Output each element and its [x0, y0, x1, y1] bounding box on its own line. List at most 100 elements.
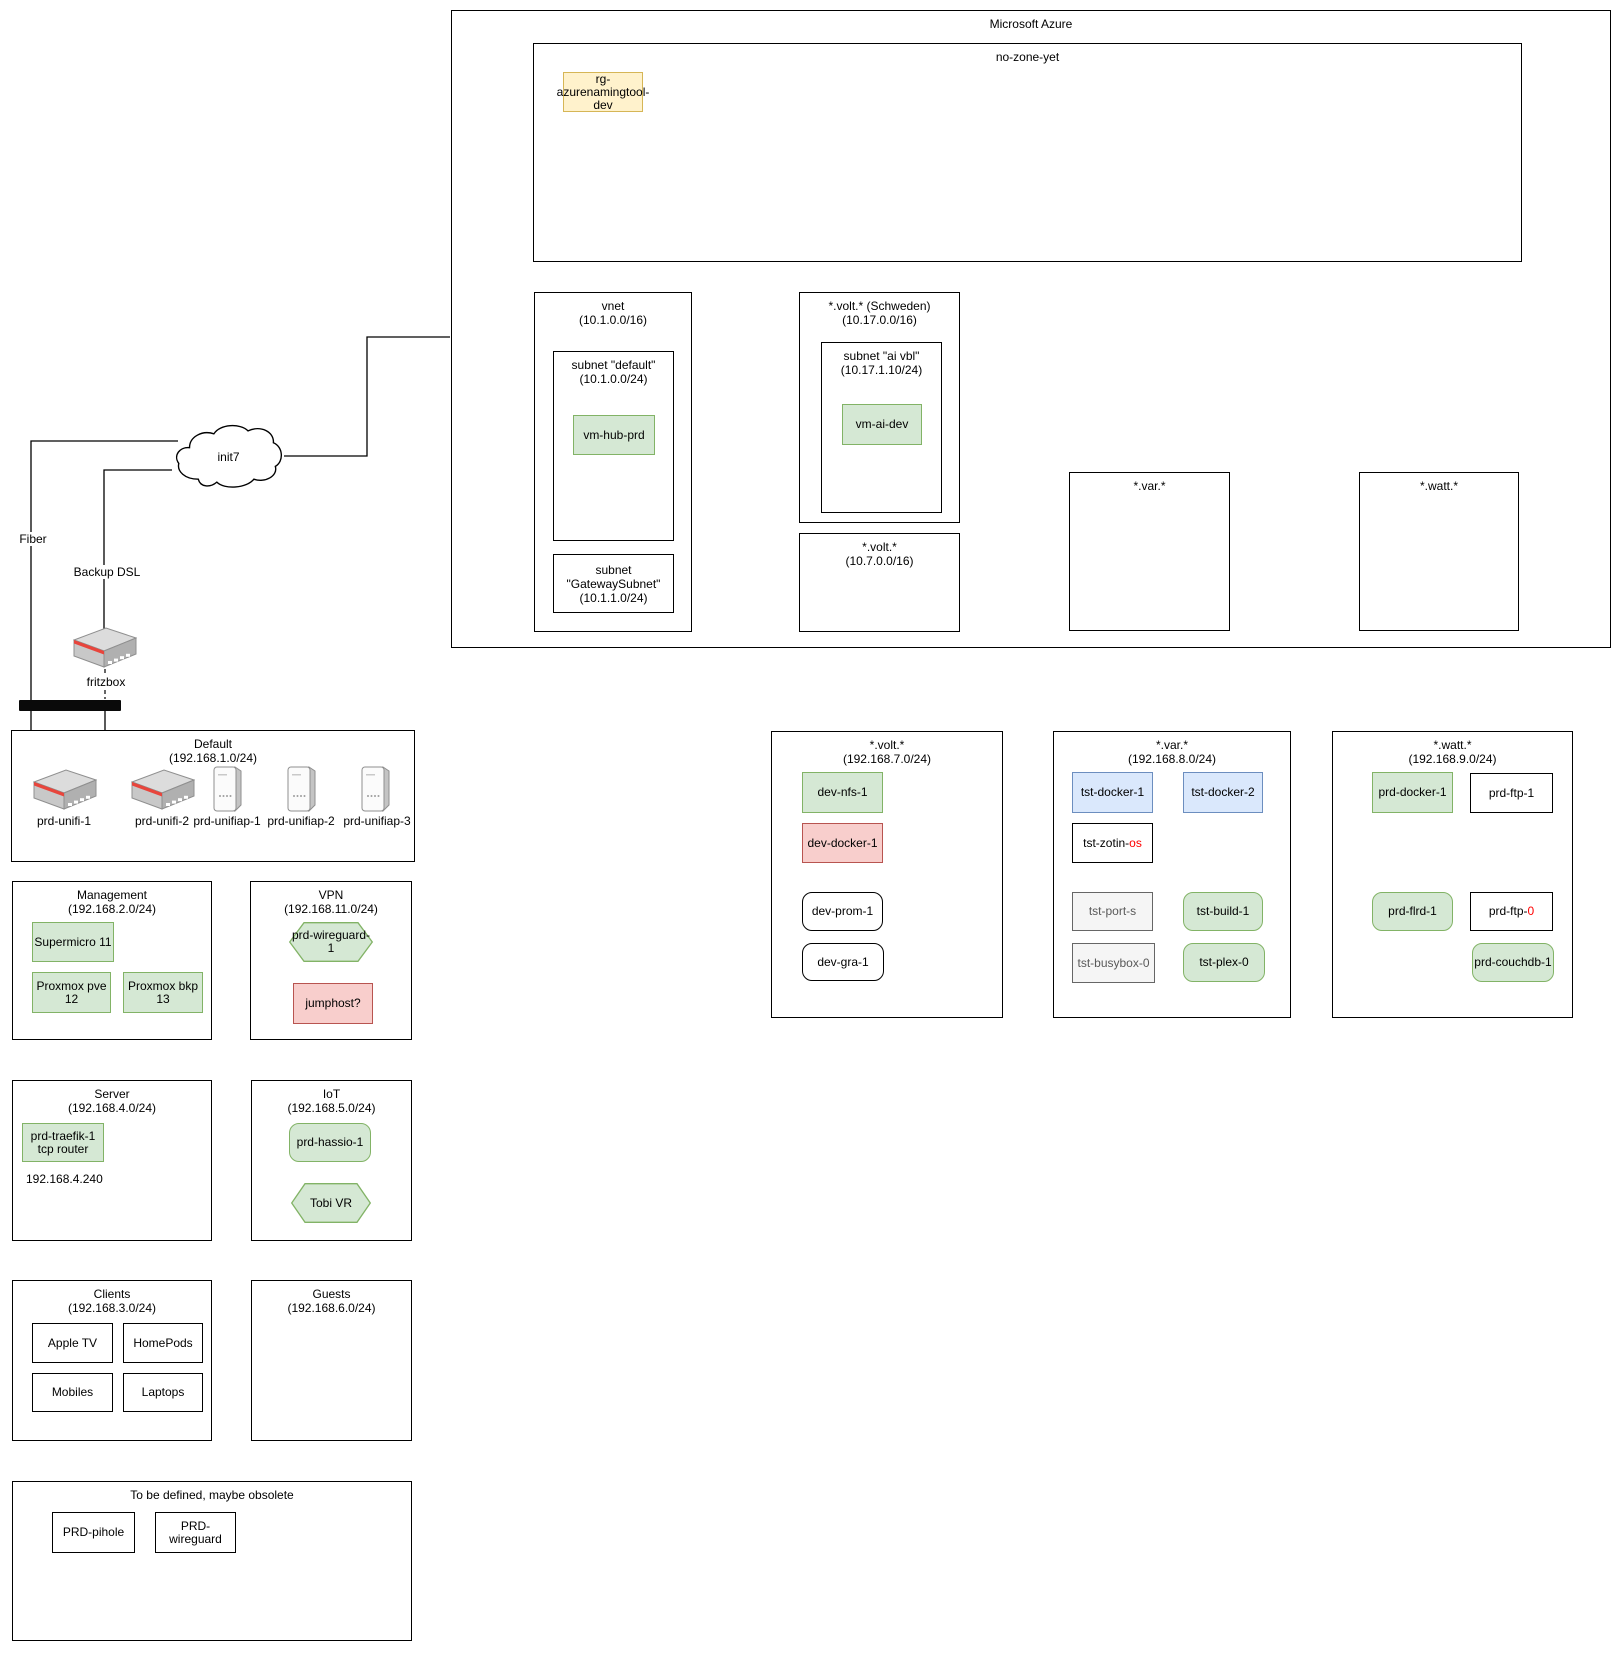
device-label: prd-unifi-2	[134, 814, 190, 828]
node-tst-zotin-os[interactable]: tst-zotin-os	[1072, 823, 1153, 863]
node-tst-busybox-0[interactable]: tst-busybox-0	[1072, 943, 1155, 983]
fritzbox-router-icon[interactable]	[72, 626, 138, 673]
volt-lan-title: *.volt.*	[869, 738, 905, 752]
node-prd-hassio-1[interactable]: prd-hassio-1	[289, 1123, 371, 1162]
iot-title: IoT	[322, 1087, 341, 1101]
vpn-cidr: (192.168.11.0/24)	[284, 902, 378, 916]
node-prd-pihole[interactable]: PRD-pihole	[52, 1512, 135, 1553]
node-vm-ai-dev[interactable]: vm-ai-dev	[842, 404, 922, 445]
node-label: prd-hassio-1	[296, 1135, 364, 1149]
zone-no-zone-yet[interactable]: no-zone-yet rg-azurenamingtool-dev	[533, 43, 1522, 262]
var-azure-title: *.var.*	[1133, 479, 1166, 493]
node-label: Tobi VR	[309, 1195, 353, 1210]
zone-clients[interactable]: Clients (192.168.3.0/24) Apple TV HomePo…	[12, 1280, 212, 1441]
zone-management[interactable]: Management (192.168.2.0/24) Supermicro 1…	[12, 881, 212, 1040]
var-lan-cidr: (192.168.8.0/24)	[1127, 752, 1217, 766]
node-dev-gra-1[interactable]: dev-gra-1	[802, 943, 884, 981]
init7-cloud-icon[interactable]	[175, 425, 282, 488]
server-title: Server	[94, 1087, 130, 1101]
prd-unifiap-1-ap-icon[interactable]	[213, 766, 243, 815]
subnet-default-cidr: (10.1.0.0/24)	[579, 372, 648, 386]
hexagon-icon	[289, 922, 373, 962]
node-label: prd-docker-1	[1378, 785, 1447, 799]
zone-volt-10-7[interactable]: *.volt.* (10.7.0.0/16)	[799, 533, 960, 632]
node-label: tst-docker-1	[1080, 785, 1145, 799]
subnet-ai-cidr: (10.17.1.10/24)	[840, 363, 923, 377]
prd-unifi-1-router-icon[interactable]	[32, 768, 98, 815]
bus-bar[interactable]	[19, 700, 121, 711]
node-laptops[interactable]: Laptops	[123, 1373, 203, 1412]
zone-vnet[interactable]: vnet (10.1.0.0/16) subnet "default" (10.…	[534, 292, 692, 632]
zone-iot[interactable]: IoT (192.168.5.0/24) prd-hassio-1 Tobi V…	[251, 1080, 412, 1241]
node-dev-nfs-1[interactable]: dev-nfs-1	[802, 772, 883, 813]
zone-watt-lan[interactable]: *.watt.* (192.168.9.0/24) prd-docker-1 p…	[1332, 731, 1573, 1018]
prd-unifiap-2-ap-icon[interactable]	[287, 766, 317, 815]
node-vm-hub-prd[interactable]: vm-hub-prd	[573, 415, 655, 455]
node-tst-plex-0[interactable]: tst-plex-0	[1183, 943, 1265, 982]
node-label: tst-docker-2	[1191, 785, 1255, 799]
node-prd-ftp-1[interactable]: prd-ftp-1	[1470, 773, 1553, 813]
device-label: prd-unifiap-1	[193, 814, 261, 828]
node-prd-traefik-1[interactable]: prd-traefik-1 tcp router	[22, 1123, 104, 1162]
node-supermicro-11[interactable]: Supermicro 11	[32, 922, 114, 962]
clients-cidr: (192.168.3.0/24)	[67, 1301, 157, 1315]
zone-var-lan[interactable]: *.var.* (192.168.8.0/24) tst-docker-1 ts…	[1053, 731, 1291, 1018]
subnet-ai-title: subnet "ai vbl"	[843, 349, 920, 363]
node-jumphost[interactable]: jumphost?	[293, 983, 373, 1024]
server-ip-label: 192.168.4.240	[26, 1172, 103, 1186]
backup-dsl-link-line[interactable]	[103, 469, 172, 630]
zone-guests[interactable]: Guests (192.168.6.0/24)	[251, 1280, 412, 1441]
node-tobi-vr[interactable]: Tobi VR	[291, 1183, 371, 1223]
prd-unifiap-3-ap-icon[interactable]	[361, 766, 391, 815]
zone-default[interactable]: Default (192.168.1.0/24)	[11, 730, 415, 862]
node-tst-build-1[interactable]: tst-build-1	[1183, 892, 1263, 931]
zone-volt-lan[interactable]: *.volt.* (192.168.7.0/24) dev-nfs-1 dev-…	[771, 731, 1003, 1018]
node-label: vm-hub-prd	[583, 427, 645, 442]
zone-subnet-ai-vbl[interactable]: subnet "ai vbl" (10.17.1.10/24) vm-ai-de…	[821, 342, 942, 513]
node-tst-docker-2[interactable]: tst-docker-2	[1183, 772, 1263, 813]
node-label: tst-build-1	[1196, 904, 1250, 918]
node-label: prd-couchdb-1	[1474, 955, 1552, 969]
node-prd-flrd-1[interactable]: prd-flrd-1	[1372, 892, 1453, 931]
zone-var-azure[interactable]: *.var.*	[1069, 472, 1230, 631]
node-prd-couchdb-1[interactable]: prd-couchdb-1	[1472, 943, 1554, 982]
node-apple-tv[interactable]: Apple TV	[32, 1323, 113, 1363]
node-proxmox-pve-12[interactable]: Proxmox pve 12	[32, 972, 111, 1013]
init7-cloud-label: init7	[217, 450, 240, 464]
node-tst-port-s[interactable]: tst-port-s	[1072, 892, 1153, 931]
node-dev-prom-1[interactable]: dev-prom-1	[802, 892, 883, 931]
zone-volt-sweden[interactable]: *.volt.* (Schweden) (10.17.0.0/16) subne…	[799, 292, 960, 523]
zone-subnet-gateway[interactable]: subnet "GatewaySubnet" (10.1.1.0/24)	[553, 554, 674, 613]
zone-subnet-default[interactable]: subnet "default" (10.1.0.0/24) vm-hub-pr…	[553, 351, 674, 541]
node-proxmox-bkp-13[interactable]: Proxmox bkp 13	[123, 972, 203, 1013]
zone-watt-azure[interactable]: *.watt.*	[1359, 472, 1519, 631]
node-label: dev-gra-1	[817, 954, 869, 969]
node-label: tst-port-s	[1088, 904, 1137, 918]
node-label: jumphost?	[305, 996, 361, 1010]
node-rg-azurenamingtool-dev[interactable]: rg-azurenamingtool-dev	[557, 72, 649, 112]
zone-to-be-defined[interactable]: To be defined, maybe obsolete PRD-pihole…	[12, 1481, 412, 1641]
prd-unifi-2-router-icon[interactable]	[130, 768, 196, 815]
node-prd-docker-1[interactable]: prd-docker-1	[1372, 772, 1453, 813]
cloud-azure-line[interactable]	[284, 336, 450, 457]
node-dev-docker-1[interactable]: dev-docker-1	[802, 823, 883, 863]
zone-microsoft-azure[interactable]: Microsoft Azure no-zone-yet rg-azurenami…	[451, 10, 1611, 648]
watt-lan-cidr: (192.168.9.0/24)	[1408, 752, 1497, 766]
subnet-gateway-l2: "GatewaySubnet"	[566, 576, 661, 591]
iot-cidr: (192.168.5.0/24)	[287, 1101, 376, 1115]
node-prd-ftp-0[interactable]: prd-ftp-0	[1470, 892, 1553, 931]
node-label: HomePods	[133, 1335, 193, 1350]
zone-server[interactable]: Server (192.168.4.0/24) prd-traefik-1 tc…	[12, 1080, 212, 1241]
node-homepods[interactable]: HomePods	[123, 1323, 203, 1363]
node-label: tst-busybox-0	[1077, 955, 1150, 970]
subnet-gateway-l1: subnet	[595, 562, 632, 577]
watt-azure-title: *.watt.*	[1419, 479, 1458, 493]
clients-title: Clients	[93, 1287, 131, 1301]
node-label: Supermicro 11	[34, 934, 112, 949]
node-prd-wireguard-1[interactable]: prd-wireguard-1	[289, 922, 373, 962]
node-tst-docker-1[interactable]: tst-docker-1	[1072, 772, 1153, 813]
zone-vpn[interactable]: VPN (192.168.11.0/24) prd-wireguard-1 ju…	[250, 881, 412, 1040]
node-mobiles[interactable]: Mobiles	[32, 1373, 113, 1412]
node-prd-wireguard[interactable]: PRD-wireguard	[155, 1512, 236, 1553]
